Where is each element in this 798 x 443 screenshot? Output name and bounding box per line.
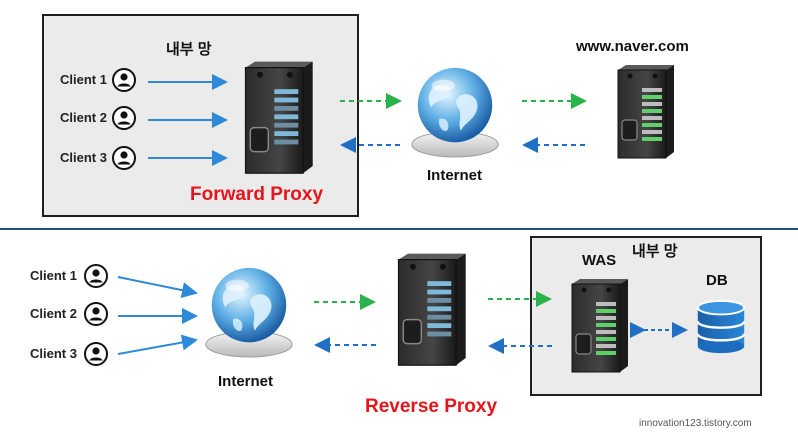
client1-to-internet-arrow xyxy=(117,276,198,299)
reverse-proxy-label: Reverse Proxy xyxy=(365,396,498,417)
top-zone-label: 내부 망 xyxy=(166,41,212,58)
client3-to-internet-arrow xyxy=(117,334,198,355)
reverse-proxy-server-icon xyxy=(397,252,467,366)
naver-site-label: www.naver.com xyxy=(576,38,689,55)
top-client-3-label: Client 3 xyxy=(60,150,107,165)
top-internet-label: Internet xyxy=(427,167,483,184)
bottom-client-2-label: Client 2 xyxy=(30,306,77,321)
bottom-client-1-label: Client 1 xyxy=(30,268,77,283)
user-icon xyxy=(112,68,136,92)
database-icon xyxy=(696,299,746,355)
forward-proxy-server-icon xyxy=(244,60,314,174)
bottom-internet-label: Internet xyxy=(218,373,274,390)
globe-icon xyxy=(205,267,293,358)
top-client-2-label: Client 2 xyxy=(60,110,107,125)
user-icon xyxy=(84,342,108,366)
user-icon xyxy=(84,264,108,288)
bottom-client-3-label: Client 3 xyxy=(30,346,77,361)
user-icon xyxy=(112,146,136,170)
user-icon xyxy=(84,302,108,326)
user-icon xyxy=(112,106,136,130)
forward-proxy-label: Forward Proxy xyxy=(190,184,324,205)
bottom-zone-label: 내부 망 xyxy=(632,243,678,260)
top-client-1-label: Client 1 xyxy=(60,72,107,87)
watermark: innovation123.tistory.com xyxy=(639,418,752,429)
web-server-icon xyxy=(617,64,675,159)
was-label: WAS xyxy=(582,252,617,269)
section-divider xyxy=(0,228,798,230)
globe-icon xyxy=(411,67,499,158)
db-label: DB xyxy=(706,272,728,289)
was-server-icon xyxy=(571,278,629,373)
